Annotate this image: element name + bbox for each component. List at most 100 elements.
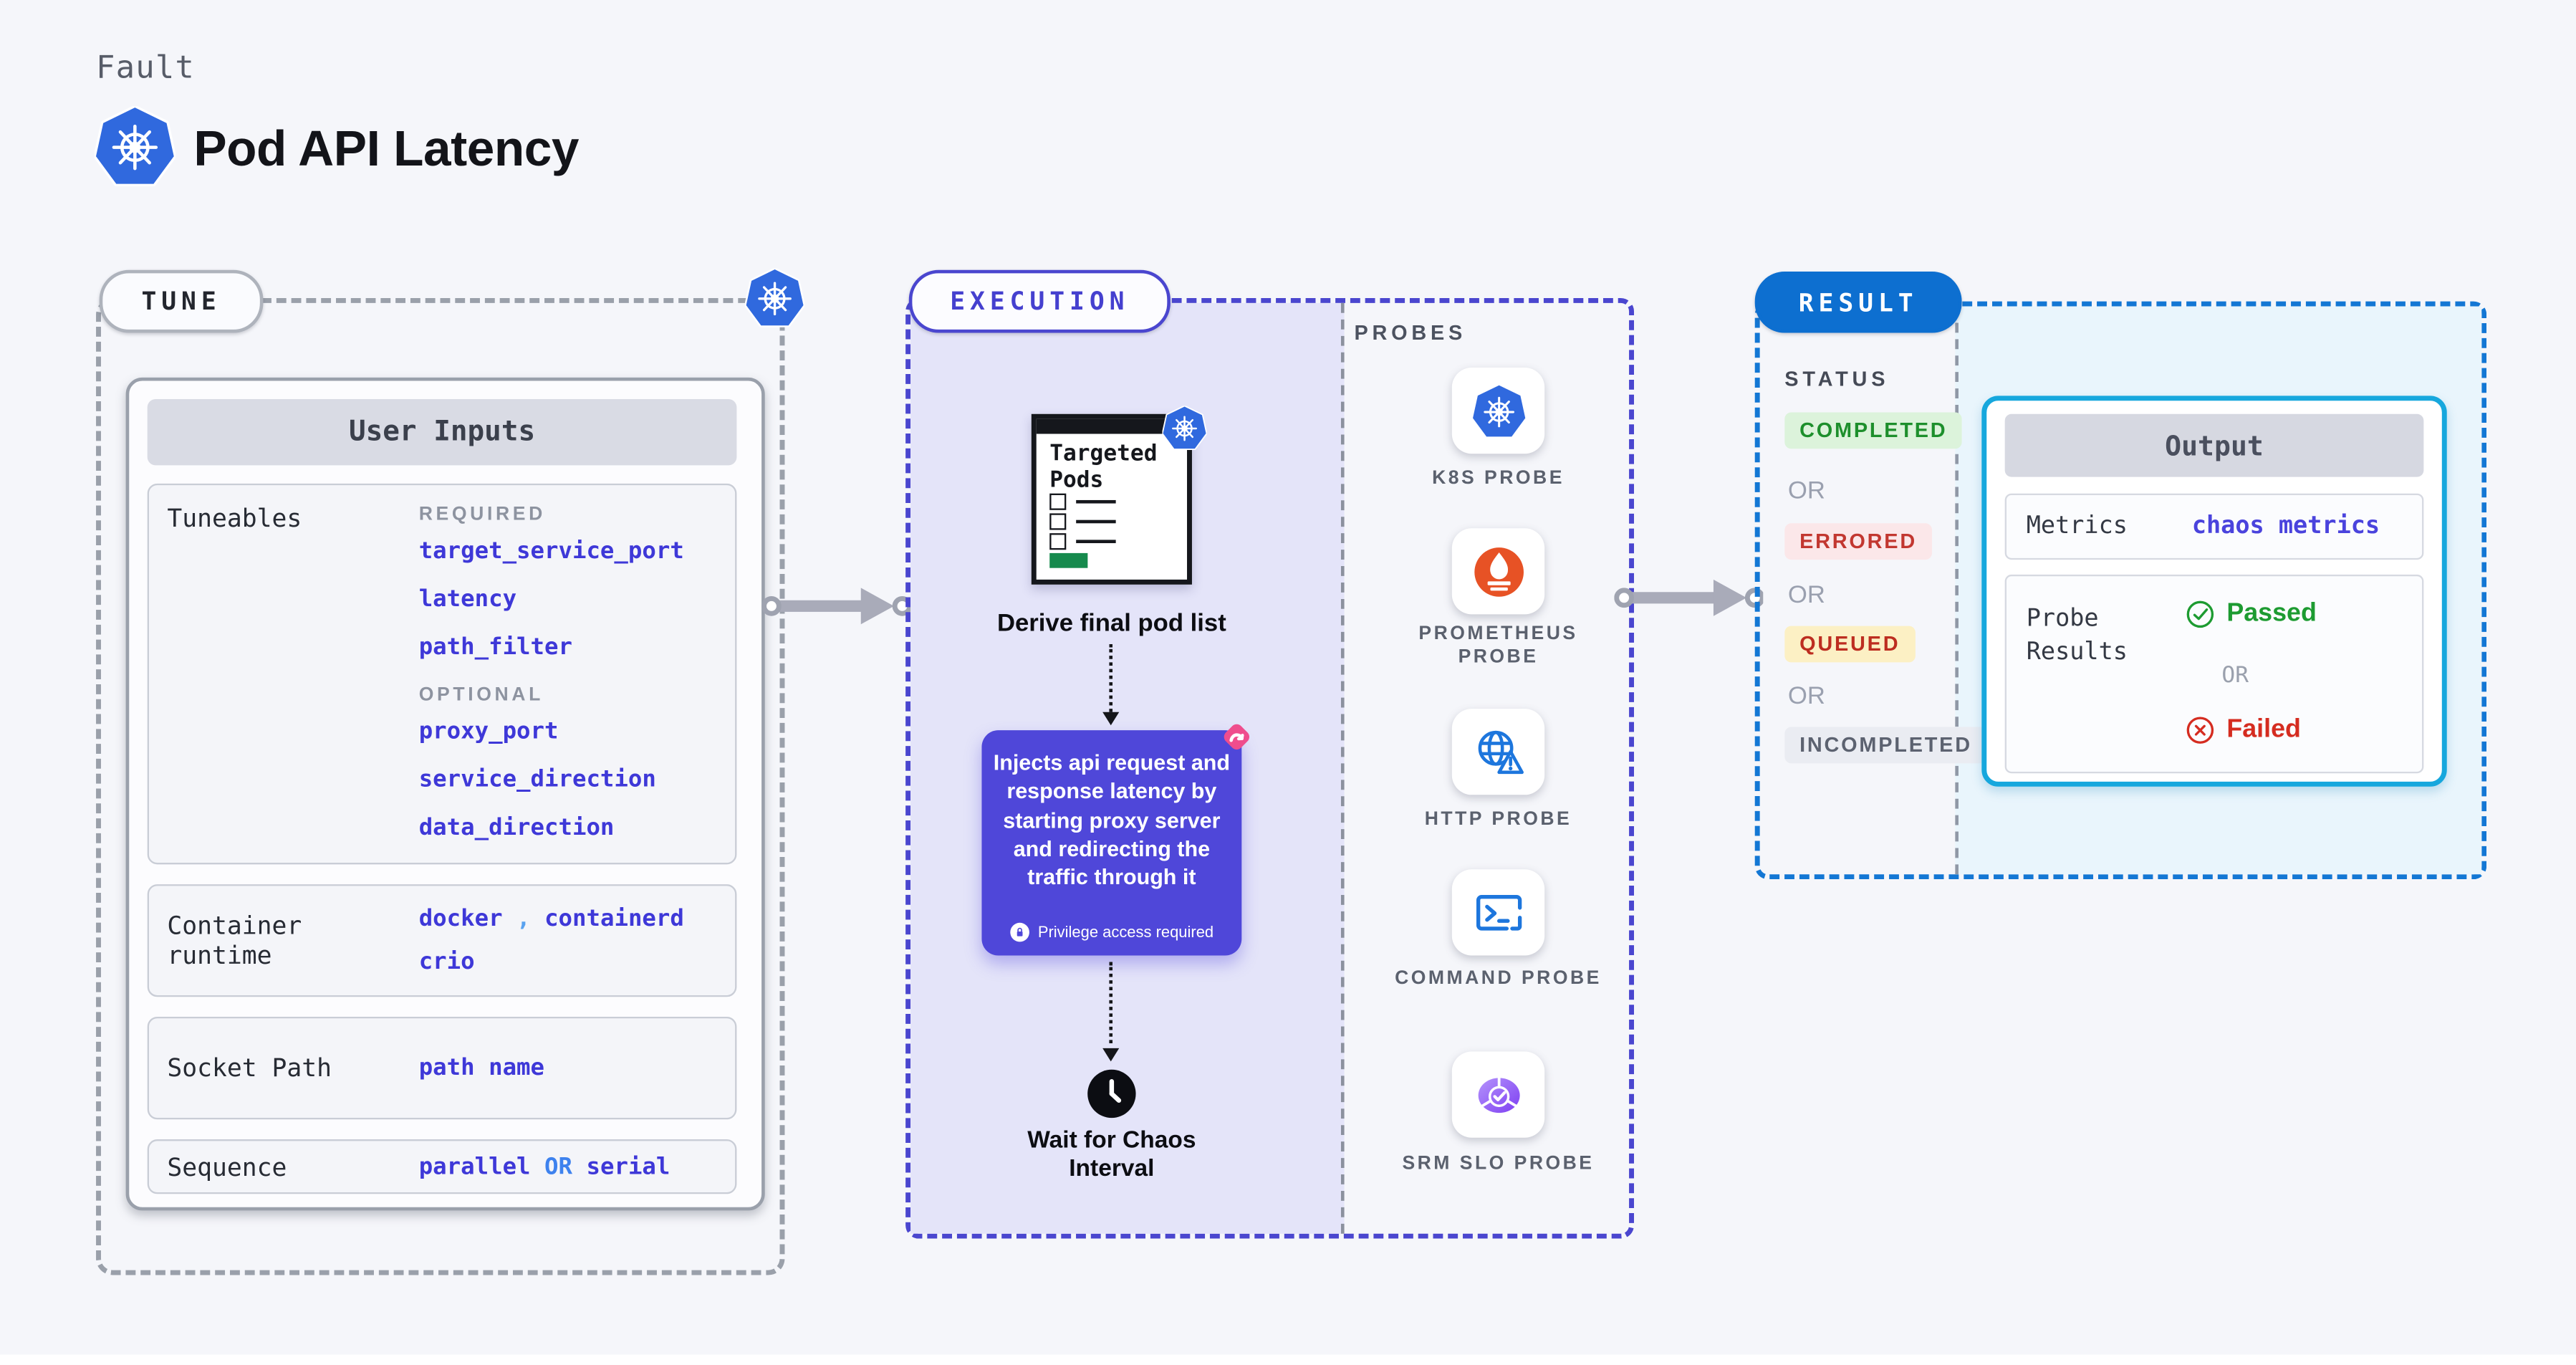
tuneables-row: Tuneables REQUIRED target_service_port l… [147, 483, 737, 865]
probe-result-passed: Passed [2186, 599, 2317, 630]
output-panel: Output Metrics chaos metrics Probe Resul… [1981, 396, 2447, 787]
sequence-or: OR [544, 1153, 573, 1180]
list-line [1076, 499, 1116, 504]
sequence-label: Sequence [167, 1151, 287, 1182]
fault-eyebrow: Fault [96, 49, 196, 87]
privilege-note: Privilege access required [981, 922, 1241, 942]
status-badge-incompleted: INCOMPLETED [1784, 727, 1987, 764]
runtime-docker: docker [418, 906, 503, 933]
or-separator: OR [2221, 662, 2249, 689]
arrow-down-icon [1102, 712, 1120, 726]
probe-card-srm-slo [1451, 1051, 1545, 1138]
probe-card-http [1451, 709, 1545, 795]
clock-icon [1086, 1068, 1138, 1120]
probe-label-k8s: K8S PROBE [1432, 469, 1565, 489]
terminal-icon [1471, 885, 1525, 939]
sequence-parallel: parallel [418, 1153, 531, 1180]
tuneable-optional: proxy_port [418, 718, 559, 745]
tune-pill: TUNE [99, 269, 264, 333]
probe-card-k8s [1451, 368, 1545, 454]
optional-label: OPTIONAL [418, 685, 544, 706]
targeted-pods-card: Targeted Pods [1031, 414, 1192, 585]
or-separator: OR [1787, 682, 1825, 711]
probe-label-command: COMMAND PROBE [1395, 968, 1602, 989]
probe-result-failed: Failed [2186, 715, 2301, 745]
connector-dotted-line [1109, 643, 1113, 712]
runtime-comma: , [516, 906, 531, 933]
privilege-note-text: Privilege access required [1037, 923, 1214, 942]
x-circle-icon [2186, 715, 2216, 745]
metrics-label: Metrics [2026, 513, 2128, 540]
probe-card-prometheus [1451, 528, 1545, 615]
probe-label-srm-slo: SRM SLO PROBE [1402, 1154, 1595, 1174]
probe-card-command [1451, 869, 1545, 956]
litmus-chaos-icon [1220, 720, 1253, 753]
list-line [1076, 519, 1116, 524]
kubernetes-icon [1162, 406, 1206, 450]
list-line [1076, 540, 1116, 544]
user-inputs-title: User Inputs [147, 398, 737, 466]
status-badge-completed: COMPLETED [1784, 412, 1963, 449]
kubernetes-icon [1471, 383, 1525, 438]
result-pill: RESULT [1754, 272, 1962, 333]
prometheus-icon [1471, 544, 1525, 598]
sequence-row: Sequence parallel OR serial [147, 1139, 737, 1194]
output-title: Output [2004, 413, 2424, 477]
container-runtime-row: Container runtime docker , containerd cr… [147, 884, 737, 997]
wait-chaos-caption: Wait for Chaos Interval [1027, 1127, 1196, 1182]
probe-results-label: Probe Results [2026, 605, 2128, 666]
pod-list-item [1049, 493, 1116, 510]
execution-pill: EXECUTION [908, 269, 1171, 333]
progress-bar [1049, 552, 1088, 568]
socket-path-row: Socket Path path name [147, 1016, 737, 1120]
tuneable-required: target_service_port [418, 538, 684, 565]
status-badge-queued: QUEUED [1784, 626, 1916, 663]
probe-label-prometheus: PROMETHEUS PROBE [1418, 624, 1578, 667]
or-separator: OR [1787, 476, 1825, 505]
page-title: Pod API Latency [193, 123, 579, 178]
window-title-bar [1036, 418, 1188, 434]
check-circle-icon [2186, 600, 2216, 630]
metrics-row: Metrics chaos metrics [2004, 493, 2424, 560]
container-runtime-values: docker , containerd crio [419, 898, 735, 984]
globe-alert-icon [1471, 724, 1525, 779]
sequence-value: parallel OR serial [419, 1154, 735, 1180]
runtime-containerd: containerd [544, 906, 684, 933]
connector-dotted-line [1109, 962, 1113, 1043]
kubernetes-icon [95, 106, 176, 187]
or-separator: OR [1787, 581, 1825, 610]
tuneable-required: latency [418, 586, 517, 613]
required-label: REQUIRED [418, 504, 546, 525]
runtime-crio: crio [418, 949, 475, 976]
status-label: STATUS [1784, 368, 1890, 391]
status-badge-errored: ERRORED [1784, 523, 1932, 560]
tuneable-optional: service_direction [418, 767, 656, 793]
derive-pod-list-caption: Derive final pod list [996, 609, 1226, 638]
tuneable-required: path_filter [418, 634, 572, 661]
checkbox-icon [1049, 533, 1067, 550]
arrow-execution-to-result [1614, 576, 1763, 619]
socket-path-label: Socket Path [167, 1053, 332, 1083]
tuneables-label: Tuneables [167, 503, 302, 534]
kubernetes-icon [745, 268, 804, 327]
slo-gauge-icon [1471, 1067, 1525, 1121]
socket-path-value: path name [418, 1055, 545, 1082]
probe-label-http: HTTP PROBE [1424, 810, 1572, 830]
tune-section [96, 297, 785, 1275]
probes-label: PROBES [1354, 321, 1467, 345]
failed-text: Failed [2226, 715, 2301, 744]
checkbox-icon [1049, 513, 1067, 530]
sequence-serial: serial [586, 1153, 671, 1180]
passed-text: Passed [2226, 599, 2317, 628]
arrow-tune-to-execution [761, 585, 910, 628]
checkbox-icon [1049, 493, 1067, 510]
bottom-margin [0, 1354, 2576, 1365]
container-runtime-label: Container runtime [167, 911, 302, 971]
probe-results-row: Probe Results Passed OR Failed [2004, 574, 2424, 774]
targeted-pods-title: Targeted Pods [1049, 440, 1158, 493]
fault-injection-description: Injects api request and response latency… [993, 749, 1231, 890]
metrics-value: chaos metrics [2191, 513, 2380, 540]
tuneables-values: REQUIRED target_service_port latency pat… [419, 502, 684, 863]
arrow-down-icon [1102, 1048, 1120, 1062]
